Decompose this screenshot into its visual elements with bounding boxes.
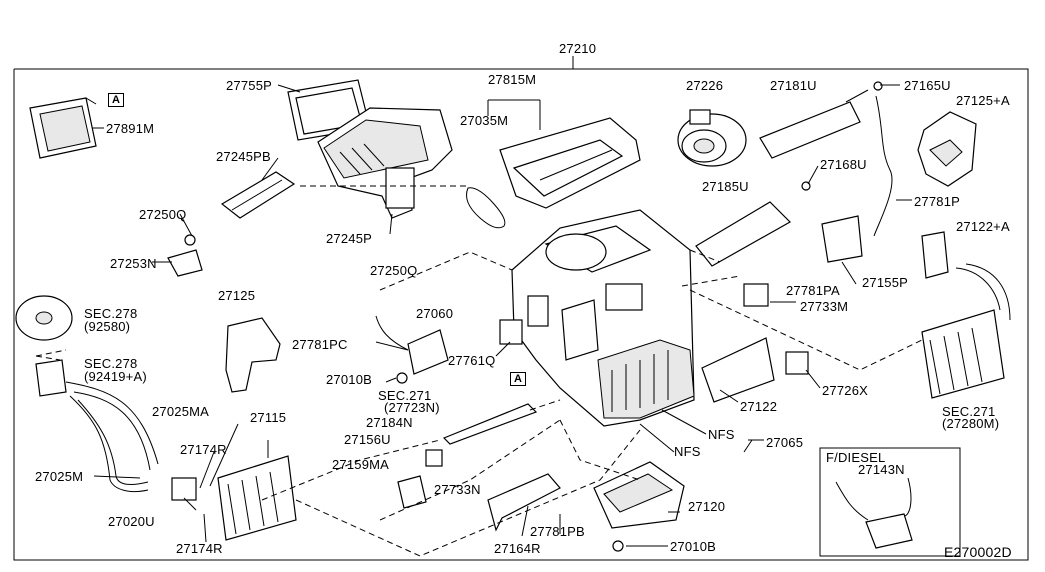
lower-case-27120 [593, 461, 685, 529]
part-label: 27164R [494, 541, 541, 556]
part-27733n [397, 475, 427, 509]
part-label: SEC.278 [84, 356, 138, 371]
part-label: (27280M) [942, 416, 1000, 431]
part-label: 27245PB [216, 149, 271, 164]
part-label: 27253N [110, 256, 157, 271]
screw-27165u [873, 81, 883, 91]
part-label: 27781PA [786, 283, 840, 298]
part-label: 27122+A [956, 219, 1010, 234]
inset-label: F/DIESEL [826, 450, 886, 465]
part-27733m [743, 283, 769, 307]
part-label: 27184N [366, 415, 413, 430]
harness-27781p [873, 95, 893, 237]
part-label: NFS [674, 444, 701, 459]
diagram-code: E270002D [944, 544, 1012, 560]
clip-27250q [184, 234, 196, 246]
part-label: 27781PB [530, 524, 585, 539]
main-hvac-unit [511, 209, 695, 427]
part-27156u [425, 449, 443, 467]
bracket-27122a [921, 231, 949, 279]
part-label: 27210 [559, 41, 597, 56]
seal-27035m [466, 187, 506, 229]
part-label: SEC.278 [84, 306, 138, 321]
part-label: 27245P [326, 231, 373, 246]
strip-27184n [442, 403, 538, 445]
part-label: 27168U [820, 157, 867, 172]
part-27761q [499, 319, 523, 345]
part-label: 27025MA [152, 404, 210, 419]
actuator-27060 [407, 329, 449, 375]
part-label: 27174R [176, 541, 223, 556]
part-label: 27755P [226, 78, 273, 93]
diesel-inset-frame [819, 447, 961, 557]
hose-27025ma [65, 381, 159, 465]
ref-marker-a: A [510, 372, 526, 386]
part-label: 27010B [326, 372, 373, 387]
part-label: 27115 [250, 410, 287, 425]
part-label: (92580) [84, 319, 131, 334]
duct-27185u [695, 201, 791, 267]
part-label: 27761Q [448, 353, 496, 368]
part-label: 27143N [858, 462, 905, 477]
duct-27245pb [220, 171, 296, 219]
blower-motor-27226 [677, 109, 747, 167]
bracket-92419a [35, 359, 67, 397]
upper-case-27815m [499, 117, 641, 209]
part-label: (92419+A) [84, 369, 147, 384]
part-label: 27159MA [332, 457, 390, 472]
part-label: 27226 [686, 78, 724, 93]
part-label: 27165U [904, 78, 951, 93]
part-label: 27815M [488, 72, 537, 87]
part-label: 27250Q [370, 263, 418, 278]
leader-lines [93, 84, 912, 547]
part-27726x [785, 351, 809, 375]
harness-27143n [835, 477, 913, 549]
part-label: NFS [708, 427, 735, 442]
part-label: 27733M [800, 299, 849, 314]
part-label: 27250Q [139, 207, 187, 222]
part-label: 27020U [108, 514, 155, 529]
part-label: 27156U [344, 432, 391, 447]
duct-27125 [225, 317, 281, 393]
ref-marker-a: A [108, 93, 124, 107]
part-label: (27723N) [384, 400, 440, 415]
part-label: 27181U [770, 78, 817, 93]
part-label: 27010B [670, 539, 717, 554]
part-label: 27733N [434, 482, 481, 497]
part-label: 27155P [862, 275, 909, 290]
part-label: 27726X [822, 383, 869, 398]
part-label: 27065 [766, 435, 804, 450]
part-label: SEC.271 [942, 404, 996, 419]
part-label: 27125 [218, 288, 256, 303]
part-label: 27781P [914, 194, 961, 209]
intake-housing-27245p [317, 107, 453, 219]
dashed-leaders [35, 185, 923, 557]
part-label: 27035M [460, 113, 509, 128]
bracket-27253n [167, 249, 203, 277]
part-label: 27122 [740, 399, 778, 414]
door-27122 [701, 337, 775, 403]
frame-border [13, 68, 1029, 561]
filter-27891m [29, 97, 97, 159]
part-label: SEC.271 [378, 388, 432, 403]
part-label: 27025M [35, 469, 84, 484]
part-label: 27174R [180, 442, 227, 457]
part-label: 27060 [416, 306, 454, 321]
part-label: 27120 [688, 499, 726, 514]
duct-27164r [487, 473, 561, 532]
part-label: 27185U [702, 179, 749, 194]
part-label: 27125+A [956, 93, 1010, 108]
clamp-27020u [171, 477, 197, 501]
evaporator [921, 263, 1011, 399]
actuator-27155p [821, 215, 863, 263]
part-label: 27891M [106, 121, 155, 136]
part-label: 27781PC [292, 337, 348, 352]
heater-core-27115 [217, 455, 297, 541]
panel-27181u [759, 101, 861, 159]
